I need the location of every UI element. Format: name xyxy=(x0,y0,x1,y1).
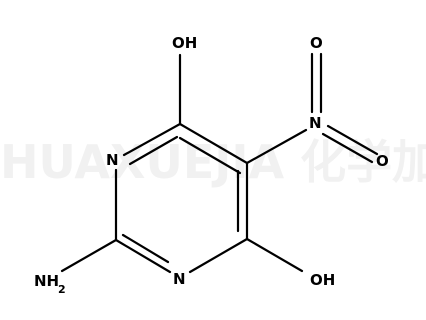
substituent-bonds xyxy=(60,52,379,273)
bond-c2-nh2 xyxy=(60,238,118,273)
bond-n-o-right-second xyxy=(321,132,374,164)
label-n-nitro: N xyxy=(309,114,322,132)
bond-c4-c5 xyxy=(178,122,249,165)
bond-n3-c4 xyxy=(122,122,182,157)
bond-c6-oh xyxy=(245,237,304,273)
label-n-ring-left: N xyxy=(106,151,119,169)
label-nh2-subscript: 2 xyxy=(58,283,66,296)
label-oh-bottom: OH xyxy=(310,271,335,289)
bond-n1-c2 xyxy=(114,238,172,274)
label-oh-top: OH xyxy=(172,34,197,52)
bond-c5-n-nitro xyxy=(245,128,308,165)
bond-c6-n1 xyxy=(188,237,249,274)
bond-n1-c2-inner xyxy=(121,233,170,264)
bond-c4-c5-inner xyxy=(178,136,242,175)
bond-n-o-right xyxy=(326,124,379,156)
bond-n3-c4-inner xyxy=(128,135,179,166)
label-n-ring-bottom: N xyxy=(173,270,186,288)
label-o-top: O xyxy=(310,34,323,52)
pyrimidine-ring-bonds xyxy=(114,122,249,274)
atom-labels: OH O N O N N NH 2 OH xyxy=(34,34,389,296)
label-o-right: O xyxy=(376,152,389,170)
label-nh2: NH xyxy=(34,272,59,290)
